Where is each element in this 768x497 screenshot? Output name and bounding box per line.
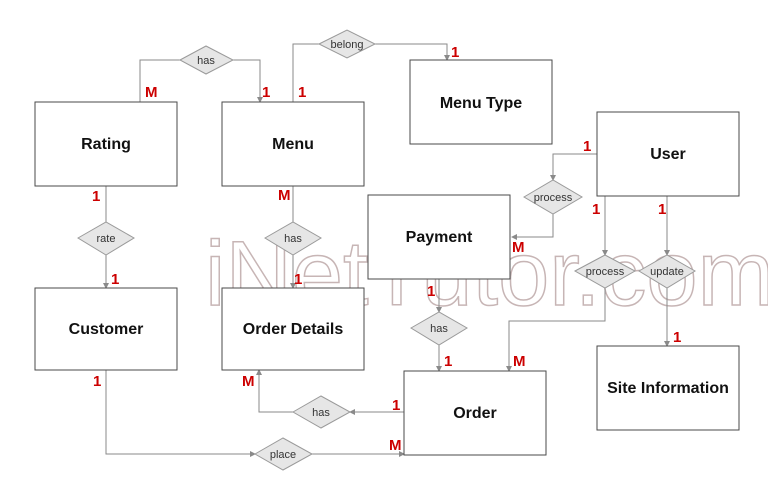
entity-order-details-label: Order Details [243,321,344,338]
cardinality-labels: M 1 1 1 1 1 M 1 1 M 1 1 1 1 1 M 1 M 1 M [92,44,681,454]
entity-order-label: Order [453,405,497,422]
edge-rating-has [139,59,180,102]
entity-menu: Menu [221,101,365,187]
edge-has-menu [233,59,263,103]
relationship-menu-menutype-label: belong [330,39,363,51]
relationship-rating-menu: has [178,45,235,75]
relationship-user-payment: process [523,179,583,215]
cardinality-menu-has: 1 [262,84,270,101]
edge-process2-order [506,288,606,372]
entity-site-information-label: Site Information [607,380,729,397]
cardinality-customer-place: 1 [93,373,101,390]
relationship-user-siteinfo: update [638,254,696,289]
cardinality-user-update: 1 [658,201,666,218]
relationship-user-payment-label: process [534,192,573,204]
relationship-order-orderdetails: has [291,395,352,429]
entity-menu-type: Menu Type [409,59,553,145]
cardinality-order-place: M [389,437,402,454]
relationship-user-order-label: process [586,266,625,278]
entity-payment: Payment [367,194,511,280]
cardinality-menu-has2: M [278,187,291,204]
cardinality-rating-has: M [145,84,158,101]
edge-customer-place [105,370,256,457]
entity-site-information: Site Information [596,345,740,431]
cardinality-order-has2: 1 [392,397,400,414]
entity-rating: Rating [34,101,178,187]
relationship-user-order: process [573,254,637,289]
relationship-payment-order-label: has [430,323,448,335]
cardinality-user-process2: 1 [592,201,600,218]
entity-payment-label: Payment [406,229,473,246]
cardinality-user-process1: 1 [583,138,591,155]
edge-belong-menutype [375,43,450,61]
relationship-rating-customer-label: rate [97,233,116,245]
cardinality-orderdetails-has2: M [242,373,255,390]
cardinality-rating-rate: 1 [92,188,100,205]
relationship-order-orderdetails-label: has [312,407,330,419]
entity-user-label: User [650,146,686,163]
cardinality-payment-process: M [512,239,525,256]
entity-customer: Customer [34,287,178,371]
relationship-customer-order: place [253,437,314,471]
entity-user: User [596,111,740,197]
entity-rating-label: Rating [81,136,131,153]
cardinality-order-process: M [513,353,526,370]
cardinality-menutype-belong: 1 [451,44,459,61]
edge-process1-payment [511,214,554,240]
connector-lines [103,43,670,457]
entity-order-details: Order Details [221,287,365,371]
edge-user-process1 [550,153,597,181]
relationship-user-siteinfo-label: update [650,266,684,278]
relationship-payment-order: has [410,311,468,346]
cardinality-siteinfo-update: 1 [673,329,681,346]
entity-menu-type-label: Menu Type [440,95,522,112]
relationship-rating-menu-label: has [197,55,215,67]
edge-has3-orderdetails [256,369,293,413]
relationship-menu-orderdetails: has [264,221,322,256]
relationship-customer-order-label: place [270,449,296,461]
cardinality-order-has: 1 [444,353,452,370]
relationship-menu-orderdetails-label: has [284,233,302,245]
entity-customer-label: Customer [69,321,144,338]
cardinality-menu-belong: 1 [298,84,306,101]
relationship-menu-menutype: belong [317,29,377,59]
cardinality-customer-rate: 1 [111,271,119,288]
cardinality-orderdetails-has: 1 [294,271,302,288]
edge-menu-belong [292,43,319,102]
entity-order: Order [403,370,547,456]
entity-menu-label: Menu [272,136,314,153]
relationship-rating-customer: rate [77,221,135,256]
cardinality-payment-has: 1 [427,283,435,300]
